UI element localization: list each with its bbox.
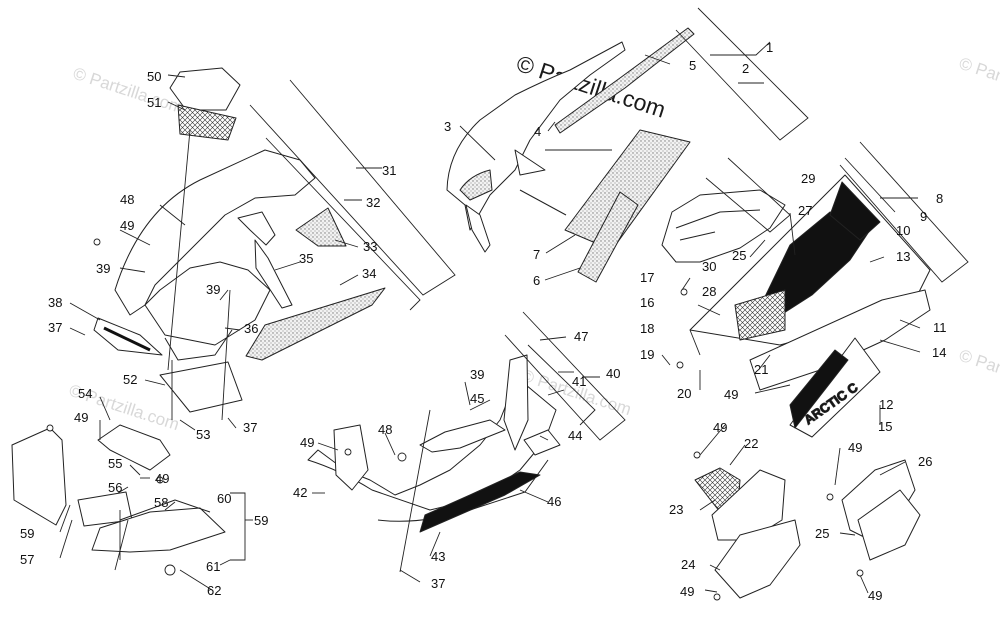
callout-18: 18 bbox=[640, 321, 654, 336]
callout-61: 61 bbox=[206, 559, 220, 574]
callout-43: 43 bbox=[431, 549, 445, 564]
callout-34: 34 bbox=[362, 266, 376, 281]
callout-14: 14 bbox=[932, 345, 946, 360]
callout-49d: 49 bbox=[300, 435, 314, 450]
windshield-assembly-drawing bbox=[446, 27, 695, 283]
callout-31: 31 bbox=[382, 163, 396, 178]
watermark-right-lower: © Partzilla.com bbox=[957, 346, 1000, 399]
callout-49c: 49 bbox=[155, 471, 169, 486]
callout-37a: 37 bbox=[48, 320, 62, 335]
callout-6: 6 bbox=[533, 273, 540, 288]
callout-49b: 49 bbox=[74, 410, 88, 425]
callout-32: 32 bbox=[366, 195, 380, 210]
callout-35: 35 bbox=[299, 251, 313, 266]
callout-49f: 49 bbox=[680, 584, 694, 599]
callout-19: 19 bbox=[640, 347, 654, 362]
cowl-assembly-drawing bbox=[93, 67, 386, 413]
callout-50: 50 bbox=[147, 69, 161, 84]
callout-21: 21 bbox=[754, 362, 768, 377]
callout-45: 45 bbox=[470, 391, 484, 406]
callout-22: 22 bbox=[744, 436, 758, 451]
callout-37c: 37 bbox=[431, 576, 445, 591]
callout-25b: 25 bbox=[815, 526, 829, 541]
callout-58: 58 bbox=[154, 495, 168, 510]
callout-9: 9 bbox=[920, 209, 927, 224]
callout-49g: 49 bbox=[848, 440, 862, 455]
callout-13: 13 bbox=[896, 249, 910, 264]
callout-30: 30 bbox=[702, 259, 716, 274]
callout-60: 60 bbox=[217, 491, 231, 506]
callout-7: 7 bbox=[533, 247, 540, 262]
callout-59b: 59 bbox=[254, 513, 268, 528]
callout-48b: 48 bbox=[378, 422, 392, 437]
callout-3: 3 bbox=[444, 119, 451, 134]
right-side-panels-drawing bbox=[694, 459, 921, 599]
callout-16: 16 bbox=[640, 295, 654, 310]
left-side-panels-drawing bbox=[11, 424, 226, 553]
callout-59a: 59 bbox=[20, 526, 34, 541]
callout-1: 1 bbox=[766, 40, 773, 55]
callout-47: 47 bbox=[574, 329, 588, 344]
callout-24: 24 bbox=[681, 557, 695, 572]
callout-42: 42 bbox=[293, 485, 307, 500]
callout-39b: 39 bbox=[206, 282, 220, 297]
callout-8: 8 bbox=[936, 191, 943, 206]
callout-53: 53 bbox=[196, 427, 210, 442]
callout-27: 27 bbox=[798, 203, 812, 218]
callout-23: 23 bbox=[669, 502, 683, 517]
callout-labels: 1 2 3 4 5 6 7 8 9 10 11 12 13 14 15 16 1… bbox=[20, 40, 947, 603]
callout-55: 55 bbox=[108, 456, 122, 471]
callout-57: 57 bbox=[20, 552, 34, 567]
callout-28: 28 bbox=[702, 284, 716, 299]
callout-38: 38 bbox=[48, 295, 62, 310]
callout-4: 4 bbox=[534, 124, 541, 139]
callout-41: 41 bbox=[572, 374, 586, 389]
callout-62: 62 bbox=[207, 583, 221, 598]
callout-39a: 39 bbox=[96, 261, 110, 276]
callout-2: 2 bbox=[742, 61, 749, 76]
callout-10: 10 bbox=[896, 223, 910, 238]
callout-11: 11 bbox=[933, 320, 947, 335]
callout-33: 33 bbox=[363, 239, 377, 254]
callout-48a: 48 bbox=[120, 192, 134, 207]
callout-26: 26 bbox=[918, 454, 932, 469]
callout-29: 29 bbox=[801, 171, 815, 186]
callout-49h: 49 bbox=[868, 588, 882, 603]
callout-56: 56 bbox=[108, 480, 122, 495]
belly-pan-drawing bbox=[307, 354, 561, 533]
callout-44: 44 bbox=[568, 428, 582, 443]
leader-lines bbox=[59, 7, 969, 594]
callout-15: 15 bbox=[878, 419, 892, 434]
callout-12: 12 bbox=[879, 397, 893, 412]
callout-20: 20 bbox=[677, 386, 691, 401]
callout-17: 17 bbox=[640, 270, 654, 285]
callout-46: 46 bbox=[547, 494, 561, 509]
callout-25a: 25 bbox=[732, 248, 746, 263]
callout-39c: 39 bbox=[470, 367, 484, 382]
callout-36: 36 bbox=[244, 321, 258, 336]
callout-51: 51 bbox=[147, 95, 161, 110]
callout-37b: 37 bbox=[243, 420, 257, 435]
watermark-right: © Partzilla.com bbox=[957, 54, 1000, 107]
part-drawings: ARCTIC C bbox=[11, 27, 931, 599]
callout-5: 5 bbox=[689, 58, 696, 73]
watermark-left: © Partzilla.com bbox=[71, 64, 186, 117]
callout-52: 52 bbox=[123, 372, 137, 387]
callout-49e: 49 bbox=[713, 420, 727, 435]
callout-49i: 49 bbox=[724, 387, 738, 402]
callout-49a: 49 bbox=[120, 218, 134, 233]
fasteners bbox=[46, 238, 864, 601]
hood-decal-drawing: ARCTIC C bbox=[661, 174, 931, 438]
callout-54: 54 bbox=[78, 386, 92, 401]
callout-40: 40 bbox=[606, 366, 620, 381]
